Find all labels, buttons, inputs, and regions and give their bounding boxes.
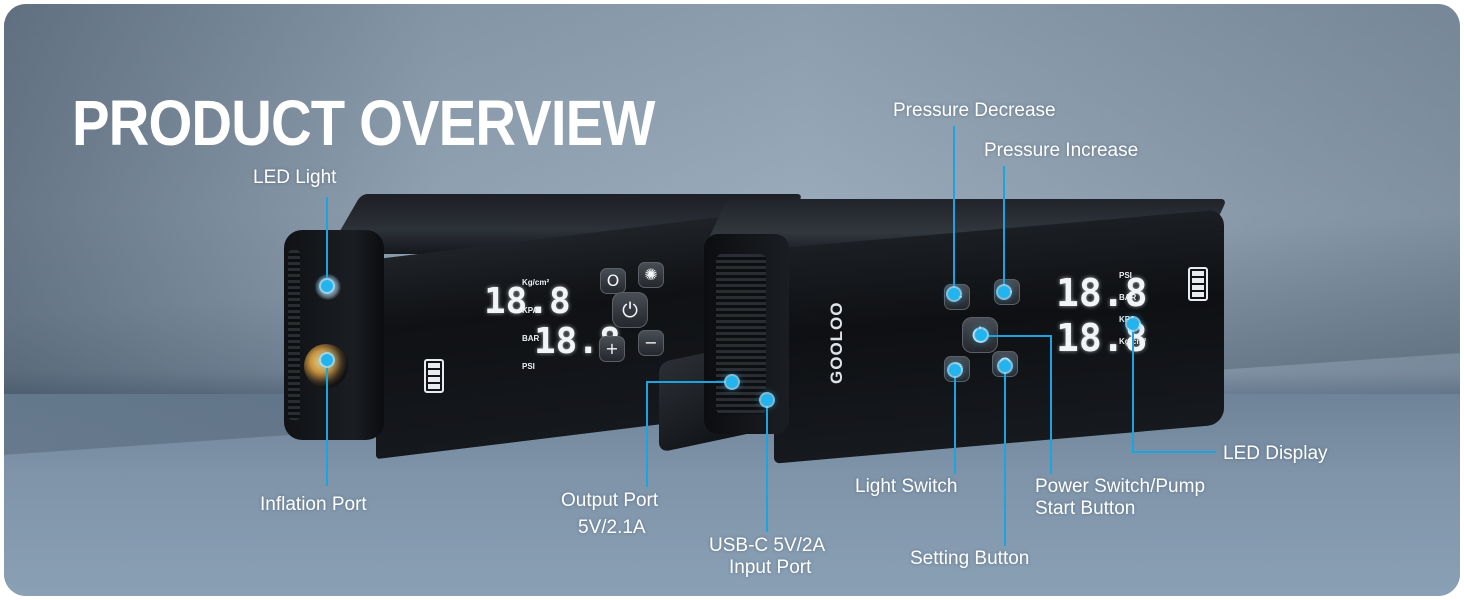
right-display-digits-top: 18.8 xyxy=(1056,271,1148,315)
unit-bar: BAR xyxy=(1119,293,1137,302)
unit-kpa: KPA xyxy=(522,306,539,315)
callout-line-pressure-decrease xyxy=(953,126,955,292)
callout-dot-power-switch xyxy=(975,329,987,341)
callout-dot-pressure-decrease xyxy=(948,288,960,300)
unit-psi: PSI xyxy=(1119,271,1132,280)
label-output-port-spec: 5V/2.1A xyxy=(578,517,646,538)
label-pressure-increase: Pressure Increase xyxy=(984,140,1139,161)
callout-dot-inflation-port xyxy=(321,354,333,366)
label-light-switch: Light Switch xyxy=(855,476,958,497)
label-pressure-decrease: Pressure Decrease xyxy=(893,100,1056,121)
callout-line-output-port-v xyxy=(646,381,648,487)
unit-bar: BAR xyxy=(522,334,540,343)
callout-line-inflation-port xyxy=(326,362,328,486)
callout-dot-setting-button xyxy=(999,360,1011,372)
label-power-switch-start: Start Button xyxy=(1035,498,1136,519)
device-front-end xyxy=(284,230,384,440)
callout-line-setting-button xyxy=(1004,368,1006,546)
label-led-display: LED Display xyxy=(1223,443,1328,464)
label-usb-c-input: Input Port xyxy=(729,557,812,578)
battery-icon xyxy=(424,359,444,393)
label-led-light: LED Light xyxy=(253,167,337,188)
brand-logo: GOOLOO xyxy=(827,301,846,385)
label-output-port: Output Port xyxy=(561,490,659,511)
vent-grille xyxy=(716,254,766,414)
plus-button-left[interactable]: + xyxy=(599,336,625,362)
callout-line-usb-c xyxy=(766,404,768,532)
air-pump-right: GOOLOO − + ⏻ ✺ O 18.8 18.8 PSI BAR KPA K… xyxy=(694,189,1234,464)
callout-line-led-display-v xyxy=(1132,326,1134,452)
callout-line-led-display-h xyxy=(1132,451,1216,453)
callout-dot-pressure-increase xyxy=(998,286,1010,298)
left-display-digits-top: 18.8 xyxy=(484,281,571,322)
power-button-left[interactable]: ⏻ xyxy=(612,292,648,328)
page-title: PRODUCT OVERVIEW xyxy=(72,87,655,159)
callout-line-power-h xyxy=(982,335,1050,337)
label-power-switch: Power Switch/Pump xyxy=(1035,476,1206,497)
callout-line-light-switch xyxy=(954,372,956,474)
callout-line-output-port-h xyxy=(646,381,730,383)
device-port-end xyxy=(704,234,789,434)
unit-psi: PSI xyxy=(522,362,535,371)
setting-button-left[interactable]: O xyxy=(600,268,626,294)
callout-dot-led-light xyxy=(321,280,333,292)
vent-grille xyxy=(288,250,300,420)
callout-line-power-v xyxy=(1050,335,1052,474)
battery-icon xyxy=(1188,267,1208,301)
light-switch-button[interactable]: ✺ xyxy=(944,356,970,382)
callout-dot-light-switch xyxy=(949,364,961,376)
label-inflation-port: Inflation Port xyxy=(260,494,367,515)
callout-dot-output-port xyxy=(726,376,738,388)
callout-dot-usb-c xyxy=(761,394,773,406)
callout-line-led-light xyxy=(326,197,328,283)
air-pump-left: 18.8 18.8 PSI BAR KPA Kg/cm² O ✺ ⏻ + − xyxy=(284,194,804,460)
minus-button-left[interactable]: − xyxy=(638,330,664,356)
light-button-left[interactable]: ✺ xyxy=(638,262,664,288)
label-setting-button: Setting Button xyxy=(910,548,1030,569)
label-usb-c: USB-C 5V/2A xyxy=(709,535,826,556)
product-overview-banner: PRODUCT OVERVIEW 18.8 18.8 PSI BAR KPA K… xyxy=(4,4,1460,596)
callout-dot-led-display xyxy=(1127,318,1139,330)
unit-kgcm2: Kg/cm² xyxy=(522,278,550,287)
callout-line-pressure-increase xyxy=(1003,166,1005,290)
